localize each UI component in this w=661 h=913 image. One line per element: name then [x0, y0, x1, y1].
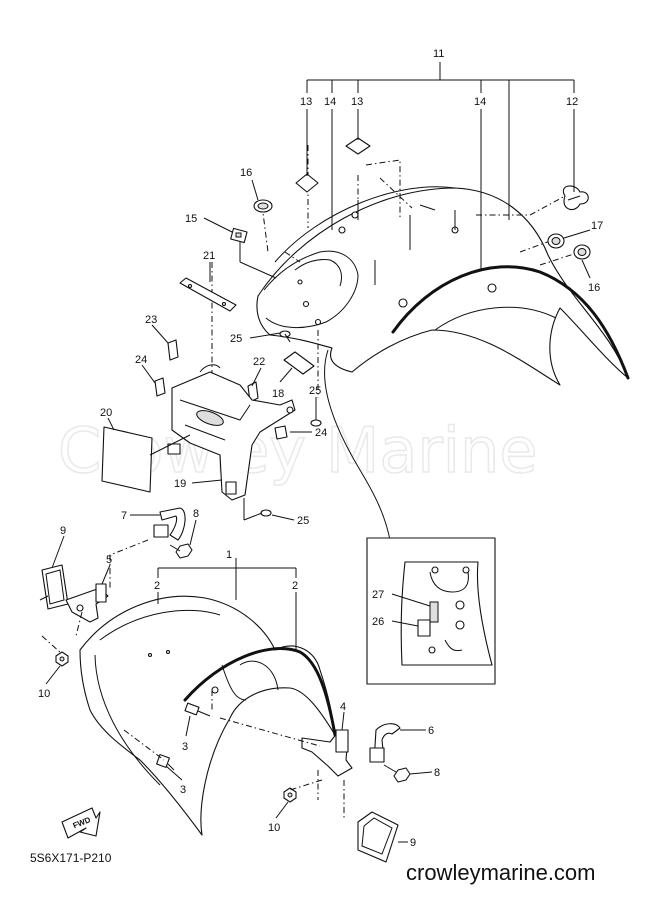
callout-14-left: 14 — [324, 96, 336, 108]
callout-18: 18 — [272, 388, 284, 400]
bolt-8-left — [169, 543, 193, 559]
callout-9-right: 9 — [410, 837, 416, 849]
screw-25-upper — [279, 330, 291, 343]
front-fender-guides — [41, 539, 345, 820]
plate-20 — [101, 426, 153, 493]
connector-15 — [230, 227, 248, 244]
bracket-6-right — [369, 723, 401, 763]
stay-4-right — [301, 729, 353, 777]
callout-2-left: 2 — [154, 580, 160, 592]
clip-24-upper — [154, 377, 166, 397]
callout-3-upper: 3 — [182, 741, 188, 753]
site-url: crowleymarine.com — [406, 860, 596, 885]
strip-21 — [179, 277, 237, 312]
clip-23 — [167, 339, 179, 361]
detail-leader — [324, 349, 391, 541]
callout-22: 22 — [253, 356, 265, 368]
callout-numbers: 11 13 14 13 14 12 16 15 17 16 21 25 23 2… — [38, 48, 603, 849]
decal-13-left — [295, 173, 319, 193]
callout-19: 19 — [174, 478, 186, 490]
diagram-code: 5S6X171-P210 — [30, 851, 112, 865]
callout-23: 23 — [145, 314, 157, 326]
bolt-8-right — [383, 764, 411, 783]
bolt-3-lower — [156, 754, 175, 771]
callout-13-left: 13 — [300, 96, 312, 108]
callout-25-upper: 25 — [230, 333, 242, 345]
callout-27: 27 — [372, 589, 384, 601]
callout-4: 4 — [340, 701, 346, 713]
callout-20: 20 — [100, 407, 112, 419]
callout-24-upper: 24 — [135, 354, 147, 366]
callout-13-right: 13 — [351, 96, 363, 108]
pad-18 — [283, 351, 315, 375]
callout-16-left: 16 — [240, 167, 252, 179]
screw-25-lower — [243, 498, 272, 521]
detail-inset-box — [366, 537, 496, 685]
callout-6: 6 — [428, 725, 434, 737]
reflector-9-left — [39, 564, 69, 610]
reflector-9-right — [357, 811, 399, 863]
stay-5-left — [65, 583, 109, 623]
callout-8-left: 8 — [193, 508, 199, 520]
grommet-17 — [547, 233, 565, 249]
grommet-16-left — [253, 199, 273, 213]
callout-11: 11 — [433, 48, 444, 60]
callout-15: 15 — [185, 213, 197, 225]
callout-8-right: 8 — [434, 767, 440, 779]
nut-10-right — [283, 787, 297, 803]
fwd-arrow-icon: FWD — [61, 807, 101, 839]
callout-10-right: 10 — [268, 822, 280, 834]
clip-24-lower — [274, 425, 288, 440]
callout-7: 7 — [121, 510, 127, 522]
callout-leaders — [45, 62, 591, 843]
callout-25-right: 25 — [309, 385, 321, 397]
callout-10-left: 10 — [38, 688, 50, 700]
grommet-16-right — [573, 244, 591, 260]
bolt-3-upper — [184, 702, 211, 717]
callout-9-left: 9 — [60, 525, 66, 537]
nut-10-left — [55, 651, 69, 667]
callout-14-right: 14 — [474, 96, 486, 108]
callout-3-lower: 3 — [180, 784, 186, 796]
callout-12: 12 — [566, 96, 578, 108]
decal-13-right — [345, 137, 371, 155]
callout-2-right: 2 — [292, 580, 298, 592]
callout-26: 26 — [372, 616, 384, 628]
callout-5: 5 — [106, 554, 112, 566]
license-bracket-19 — [167, 364, 296, 501]
callout-1: 1 — [226, 549, 232, 561]
callout-17: 17 — [591, 220, 603, 232]
bracket-7-left — [153, 507, 186, 541]
callout-25-lower: 25 — [297, 515, 309, 527]
callout-21: 21 — [203, 250, 215, 262]
rear-fender — [256, 186, 630, 386]
callout-24-lower: 24 — [315, 427, 327, 439]
callout-16-right: 16 — [588, 282, 600, 294]
front-fender — [79, 595, 337, 836]
